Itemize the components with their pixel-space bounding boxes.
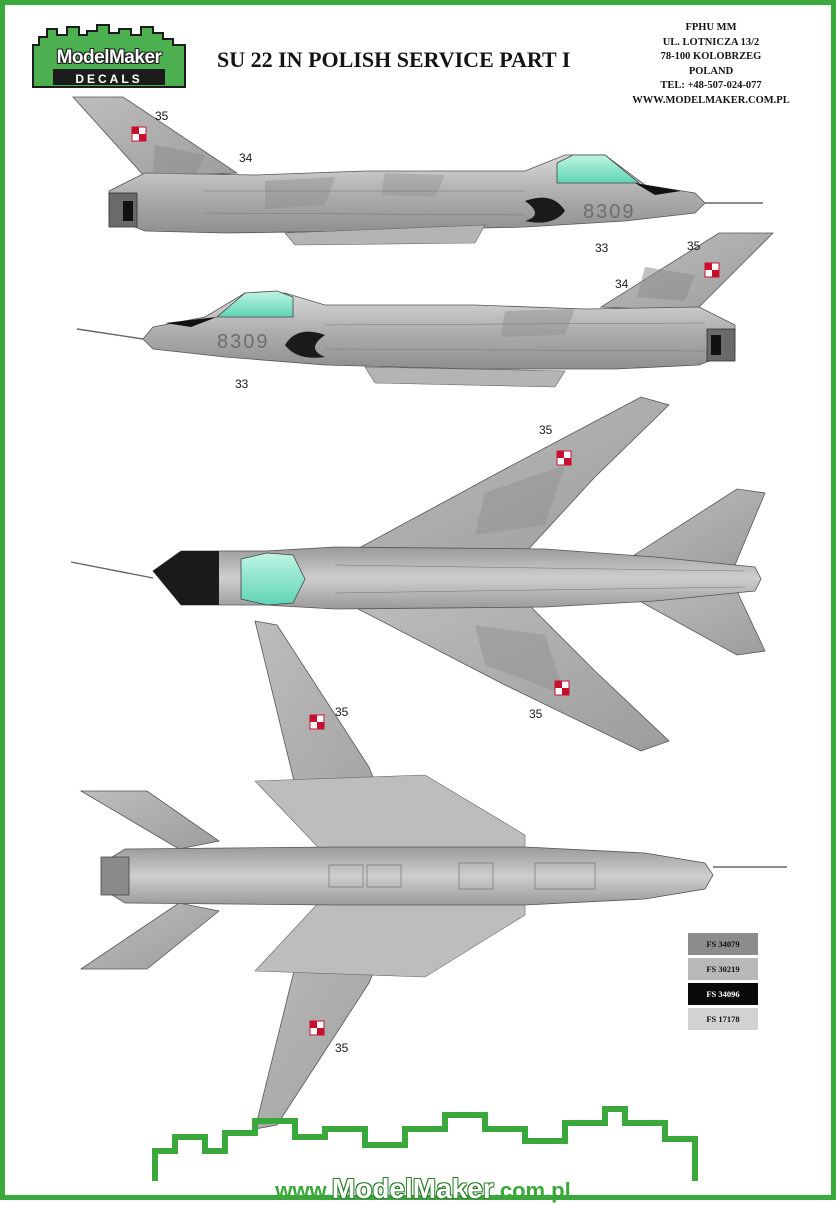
logo-badge-icon [32, 24, 186, 88]
address-line: POLAND [688, 65, 734, 77]
callout-35: 35 [687, 239, 701, 253]
bottom-view [79, 620, 787, 1130]
address-line: WWW.MODELMAKER.COM.PL [632, 94, 790, 106]
logo-sub-text: DECALS [75, 72, 143, 86]
callout-33: 33 [595, 241, 609, 255]
address-line: TEL: +48-507-024-077 [660, 80, 762, 91]
contact-address: FPHU MM UL. LOTNICZA 13/2 78-100 KOLOBRZ… [611, 21, 811, 108]
color-swatch: FS 30219 [688, 958, 758, 980]
callout-35: 35 [155, 109, 169, 123]
side-view-starboard [72, 96, 763, 246]
callout-35: 35 [529, 707, 543, 721]
footer-url-prefix: www. [275, 1178, 332, 1203]
polish-checker-icon [704, 262, 720, 278]
serial-number-port: 8309 [217, 331, 270, 353]
callout-34: 34 [239, 151, 253, 165]
callout-35: 35 [539, 423, 553, 437]
polish-checker-icon [556, 450, 572, 466]
footer-url-brand: ModelMaker [331, 1173, 494, 1204]
sheet-title: SU 22 IN POLISH SERVICE PART I [217, 47, 571, 72]
skyline-frame-icon [152, 1106, 698, 1181]
top-view [70, 396, 766, 752]
callout-33: 33 [235, 377, 249, 391]
callout-35: 35 [335, 1041, 349, 1055]
serial-number-starboard: 8309 [583, 201, 636, 223]
footer-url-suffix: .com.pl [493, 1178, 571, 1203]
footer-website: www.ModelMaker.com.pl [203, 1173, 643, 1205]
polish-checker-icon [309, 1020, 325, 1036]
color-swatch: FS 34079 [688, 933, 758, 955]
polish-checker-icon [309, 714, 325, 730]
modelmaker-logo: ModelMaker DECALS [27, 23, 191, 89]
side-view-port [76, 232, 774, 388]
color-swatch-legend: FS 34079 FS 30219 FS 34096 FS 17178 [688, 933, 758, 1033]
callout-34: 34 [615, 277, 629, 291]
aircraft-artwork [70, 96, 787, 1181]
callout-35: 35 [335, 705, 349, 719]
address-line: 78-100 KOLOBRZEG [660, 51, 762, 62]
address-line: UL. LOTNICZA 13/2 [662, 36, 760, 48]
polish-checker-icon [554, 680, 570, 696]
address-line: FPHU MM [685, 22, 737, 33]
color-swatch: FS 17178 [688, 1008, 758, 1030]
color-swatch: FS 34096 [688, 983, 758, 1005]
polish-checker-icon [131, 126, 147, 142]
logo-brand-text: ModelMaker [56, 47, 162, 68]
